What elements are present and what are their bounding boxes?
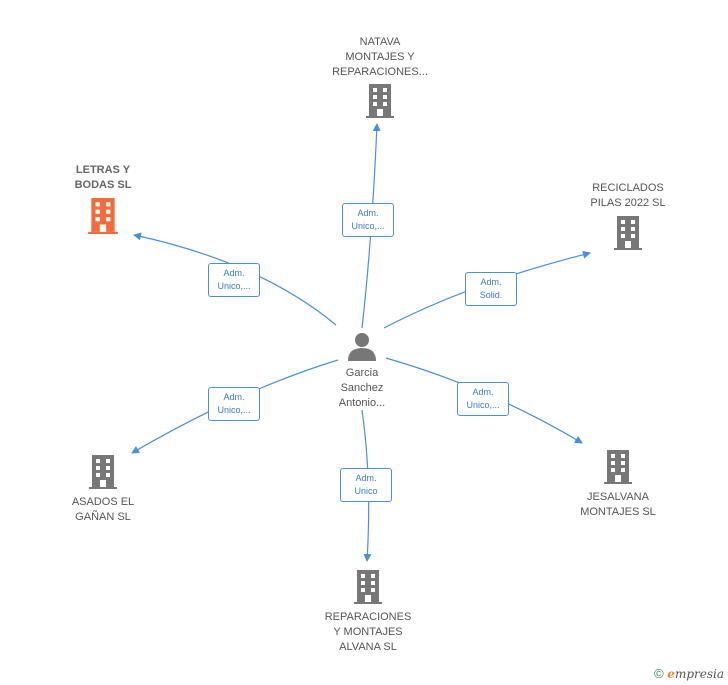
role-badge-natava[interactable]: Adm. Unico,...	[342, 203, 394, 237]
role-badge-reciclados[interactable]: Adm. Solid.	[465, 272, 517, 306]
company-natava[interactable]: NATAVA MONTAJES Y REPARACIONES...	[320, 35, 440, 118]
company-asados-label[interactable]: ASADOS EL GAÑAN SL	[71, 496, 135, 523]
person-icon[interactable]	[346, 331, 378, 361]
role-badge-letras[interactable]: Adm. Unico,...	[208, 263, 260, 297]
company-reparaciones[interactable]: REPARACIONES Y MONTAJES ALVANA SL	[308, 570, 428, 655]
building-icon	[88, 198, 118, 234]
company-jesalvana[interactable]: JESALVANA MONTAJES SL	[563, 450, 673, 520]
company-reciclados[interactable]: RECICLADOS PILAS 2022 SL	[573, 181, 683, 250]
building-icon	[354, 570, 382, 604]
brand-name: mpresia	[674, 667, 724, 681]
company-letras-label[interactable]: LETRAS Y BODAS SL	[74, 164, 132, 191]
role-badge-reparaciones[interactable]: Adm. Unico	[340, 468, 392, 502]
copyright-symbol: ©	[654, 666, 664, 681]
building-icon	[604, 450, 632, 484]
company-reparaciones-label[interactable]: REPARACIONES Y MONTAJES ALVANA SL	[324, 611, 412, 653]
building-icon	[89, 455, 117, 489]
brand-logo: empresia	[667, 667, 724, 681]
company-letras[interactable]: LETRAS Y BODAS SL	[48, 163, 158, 234]
footer-brand: © empresia	[654, 666, 724, 681]
company-asados[interactable]: ASADOS EL GAÑAN SL	[48, 455, 158, 525]
building-icon	[366, 84, 394, 118]
brand-initial: e	[667, 667, 675, 681]
role-badge-jesalvana[interactable]: Adm. Unico,...	[457, 382, 509, 416]
company-reciclados-label[interactable]: RECICLADOS PILAS 2022 SL	[590, 182, 666, 209]
person-name[interactable]: Garcia Sanchez Antonio...	[338, 367, 386, 409]
building-icon	[614, 216, 642, 250]
company-natava-label[interactable]: NATAVA MONTAJES Y REPARACIONES...	[332, 36, 428, 78]
role-badge-asados[interactable]: Adm. Unico,...	[208, 387, 260, 421]
company-jesalvana-label[interactable]: JESALVANA MONTAJES SL	[580, 491, 656, 518]
